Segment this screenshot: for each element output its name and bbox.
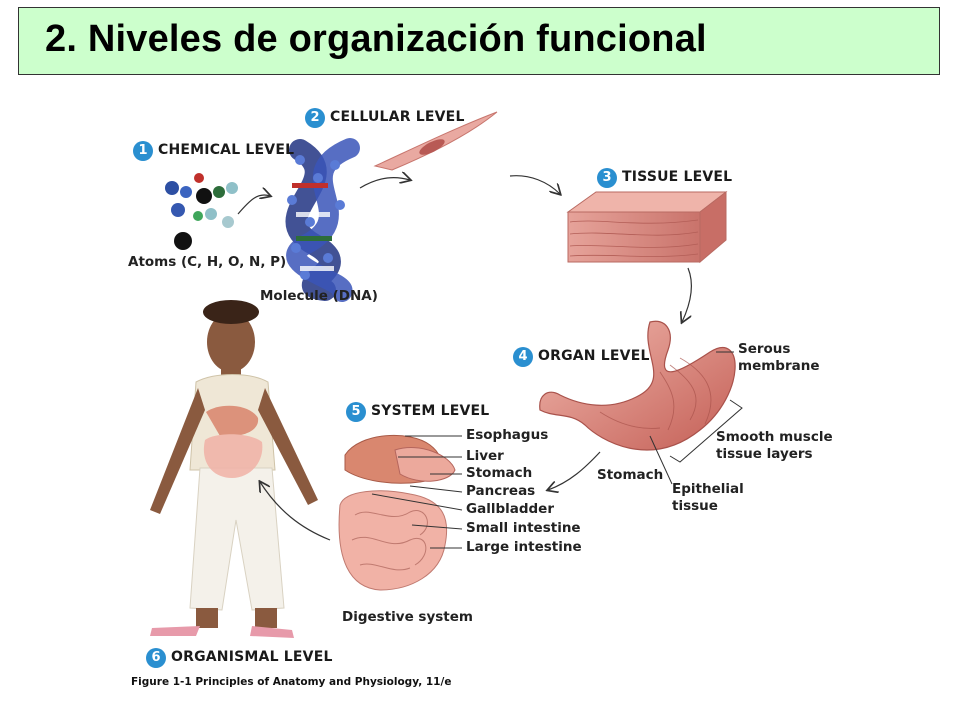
organism-figure-illustration bbox=[150, 300, 318, 638]
level-5-badge: 5 bbox=[346, 402, 366, 422]
system-part-liver: Liver bbox=[466, 448, 504, 464]
cellular-level-label: CELLULAR LEVEL bbox=[330, 109, 465, 125]
serous-membrane-label-line2: membrane bbox=[738, 358, 820, 374]
system-part-gallbladder: Gallbladder bbox=[466, 501, 554, 517]
system-part-large-intestine: Large intestine bbox=[466, 539, 582, 555]
organismal-level-label: ORGANISMAL LEVEL bbox=[171, 649, 333, 665]
chemical-level-label: CHEMICAL LEVEL bbox=[158, 142, 295, 158]
molecule-label: Molecule (DNA) bbox=[260, 288, 378, 304]
system-part-small-intestine: Small intestine bbox=[466, 520, 581, 536]
tissue-illustration bbox=[566, 190, 728, 264]
system-part-esophagus: Esophagus bbox=[466, 427, 549, 443]
level-3-badge: 3 bbox=[597, 168, 617, 188]
stomach-organ-label: Stomach bbox=[597, 467, 664, 483]
smooth-muscle-label-line1: Smooth muscle bbox=[716, 429, 833, 445]
epithelial-tissue-label-line2: tissue bbox=[672, 498, 718, 514]
stomach-organ-illustration bbox=[539, 320, 743, 485]
organ-level-label: ORGAN LEVEL bbox=[538, 348, 650, 364]
epithelial-tissue-label-line1: Epithelial bbox=[672, 481, 744, 497]
figure-caption: Figure 1-1 Principles of Anatomy and Phy… bbox=[131, 676, 452, 688]
digestive-system-illustration bbox=[338, 434, 463, 591]
dna-molecule-illustration bbox=[285, 138, 360, 302]
atoms-label: Atoms (C, H, O, N, P) bbox=[128, 254, 287, 270]
system-part-stomach: Stomach bbox=[466, 465, 533, 481]
serous-membrane-label-line1: Serous bbox=[738, 341, 791, 357]
system-part-pancreas: Pancreas bbox=[466, 483, 536, 499]
digestive-system-label: Digestive system bbox=[342, 609, 473, 625]
level-2-badge: 2 bbox=[305, 108, 325, 128]
cell-illustration bbox=[373, 111, 498, 171]
atoms-illustration bbox=[165, 173, 238, 250]
flow-arrows bbox=[237, 176, 692, 541]
level-4-badge: 4 bbox=[513, 347, 533, 367]
tissue-level-label: TISSUE LEVEL bbox=[622, 169, 733, 185]
system-level-label: SYSTEM LEVEL bbox=[371, 403, 490, 419]
smooth-muscle-label-line2: tissue layers bbox=[716, 446, 813, 462]
page-title: 2. Niveles de organización funcional bbox=[45, 18, 707, 60]
title-banner: 2. Niveles de organización funcional bbox=[18, 7, 940, 75]
level-1-badge: 1 bbox=[133, 141, 153, 161]
level-6-badge: 6 bbox=[146, 648, 166, 668]
